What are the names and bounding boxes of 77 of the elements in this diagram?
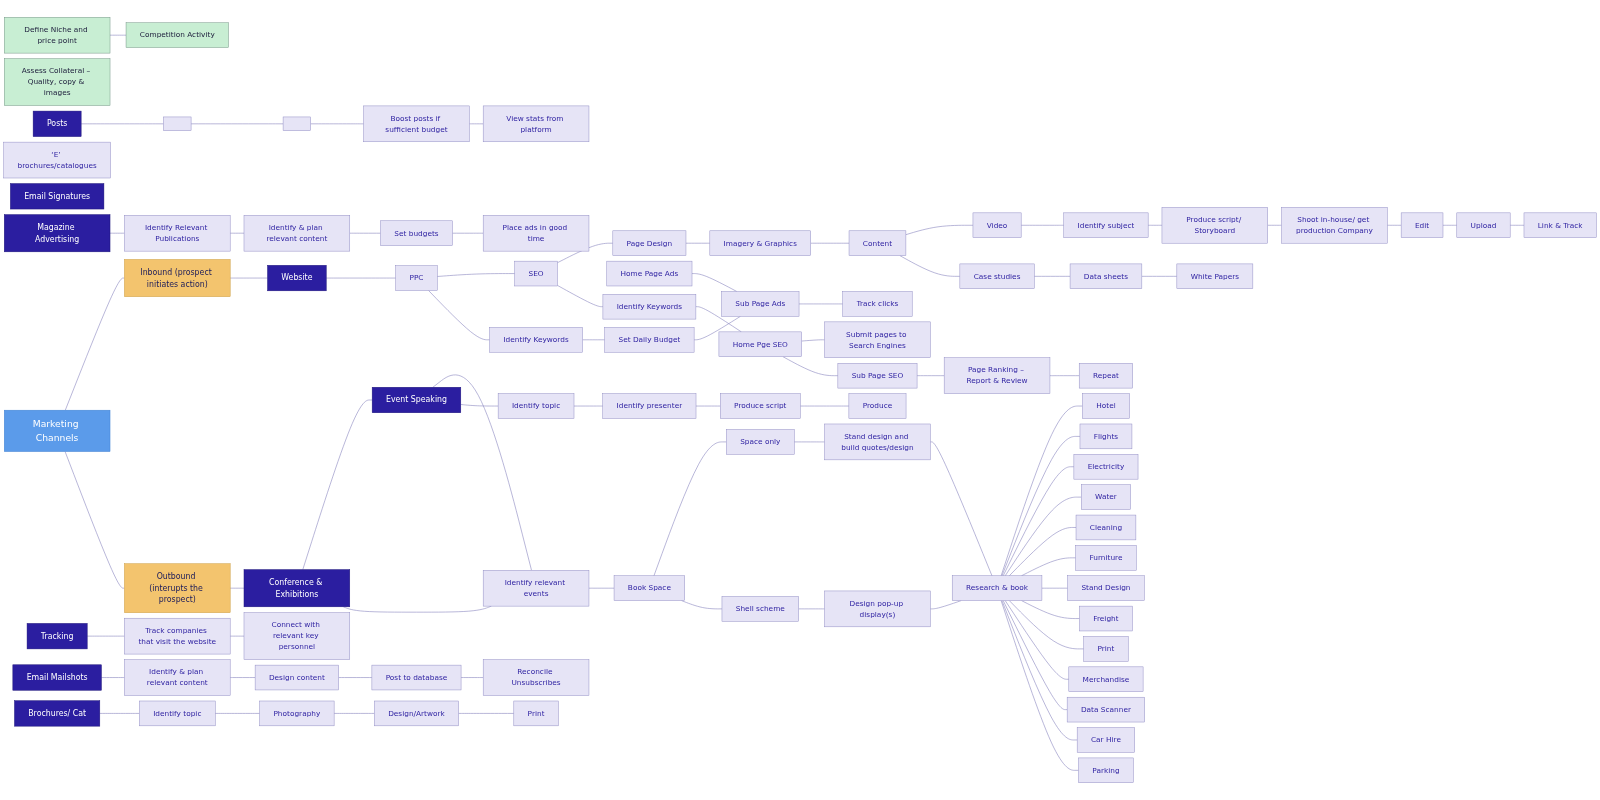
connector: [695, 405, 721, 407]
connector: [229, 677, 256, 678]
connector: [458, 713, 515, 714]
connector: [452, 232, 484, 234]
connector: [588, 587, 615, 589]
connector: [325, 277, 396, 279]
connector: [1442, 224, 1458, 226]
connector: [1004, 600, 1070, 680]
connector: [681, 600, 723, 610]
connector: [905, 224, 974, 235]
connector: [460, 404, 499, 407]
connector: [793, 441, 825, 443]
connector: [695, 306, 742, 333]
connector: [349, 232, 381, 234]
connector: [801, 339, 825, 342]
connector: [1387, 224, 1402, 226]
connector: [557, 285, 604, 307]
connector: [810, 242, 850, 244]
connector: [691, 273, 738, 292]
connector: [800, 405, 850, 407]
connector: [1509, 224, 1525, 226]
connector: [1001, 436, 1081, 577]
connector: [693, 316, 741, 341]
connector: [1033, 276, 1071, 277]
connector: [460, 677, 484, 678]
connector: [86, 635, 125, 637]
connector: [899, 255, 961, 277]
connector: [653, 441, 727, 577]
connector: [573, 405, 604, 407]
connector: [1021, 557, 1076, 577]
connector: [190, 123, 284, 125]
connector: [1001, 600, 1078, 741]
connector: [1267, 224, 1282, 226]
node-box: Marketing Channels: [4, 409, 111, 452]
connector: [1002, 466, 1075, 577]
connector: [229, 232, 245, 234]
connector: [310, 123, 364, 125]
connector: [109, 34, 127, 36]
connector: [469, 123, 484, 125]
connector: [1000, 405, 1083, 577]
connector: [1002, 600, 1068, 710]
connector: [101, 677, 125, 678]
connector: [916, 375, 945, 376]
connector: [1141, 276, 1178, 277]
connector: [436, 273, 515, 277]
connector: [109, 232, 125, 234]
connector: [1009, 600, 1084, 650]
connector: [80, 123, 164, 125]
connector: [99, 713, 140, 714]
connector: [1000, 600, 1079, 771]
connector: [428, 290, 490, 341]
connector: [1020, 224, 1065, 226]
node-box: [282, 116, 311, 131]
connector: [798, 303, 844, 305]
connector: [302, 399, 373, 570]
connector: [782, 356, 839, 376]
connector: [64, 451, 125, 589]
connector: [229, 635, 245, 637]
connector: [582, 339, 605, 341]
connector: [1049, 375, 1080, 376]
connector: [1147, 224, 1163, 226]
connector: [1009, 527, 1077, 577]
node-box: [163, 116, 192, 131]
connector: [1041, 587, 1068, 589]
connector: [930, 441, 993, 577]
connector: [214, 713, 260, 714]
connector: [229, 587, 245, 589]
connector: [338, 677, 373, 678]
connector: [65, 277, 125, 411]
connector: [432, 374, 532, 571]
connector: [685, 242, 711, 244]
connector: [1004, 496, 1082, 577]
connector: [1021, 600, 1080, 619]
connector: [229, 277, 268, 279]
connector: [557, 242, 614, 264]
connector: [798, 608, 825, 610]
connector: [333, 713, 375, 714]
